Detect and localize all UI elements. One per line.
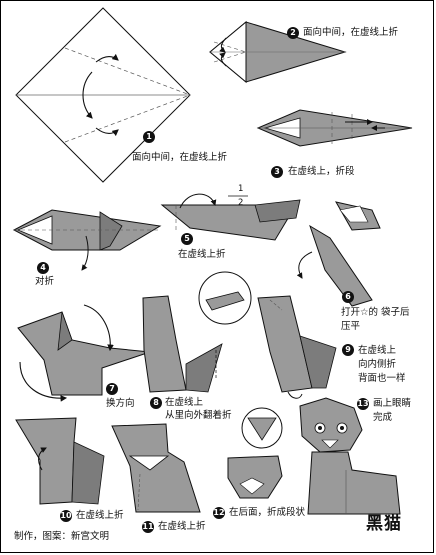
step-4-label: 对折 — [35, 276, 55, 287]
step-9-number: 9 — [342, 344, 354, 356]
step-10-label: 在虚线上折 — [76, 510, 124, 521]
step-8-label-line1: 在虚线上 — [165, 397, 204, 408]
step-10-number: 10 — [60, 510, 72, 522]
step-9-figure — [257, 295, 337, 399]
step-8-label-line2: 从里向外翻着折 — [165, 410, 232, 421]
step-9-label-line3: 背面也一样 — [358, 373, 406, 384]
step-1-number: 1 — [143, 131, 155, 143]
step-8-figure — [142, 271, 252, 393]
step-6-label-line1: 打开☆的 袋子后 — [341, 307, 410, 318]
step-5-figure — [160, 193, 301, 241]
step-7-label: 换方向 — [106, 398, 135, 409]
step-2-number: 2 — [287, 27, 299, 39]
step-12-figure — [227, 407, 283, 499]
step-9-label-line2: 向内侧折 — [358, 359, 397, 370]
fraction-denominator: 2 — [238, 198, 244, 208]
credit-text: 制作，图案：新宫文明 — [14, 531, 110, 542]
step-6-figure — [296, 201, 381, 307]
step-11-figure — [111, 423, 201, 513]
step-13-label-line1: 画上眼睛 — [373, 398, 412, 409]
step-4-figure — [12, 209, 162, 271]
step-3-label: 在虚线上，折段 — [288, 166, 355, 177]
step-11-label: 在虚线上折 — [158, 521, 206, 532]
step-11-number: 11 — [142, 521, 154, 533]
step-9-label-line1: 在虚线上 — [358, 345, 397, 356]
step-2-label: 面向中间，在虚线上折 — [303, 27, 399, 38]
step-2-figure — [209, 20, 347, 84]
step-12-number: 12 — [213, 507, 225, 519]
step-5-label: 在虚线上折 — [178, 249, 226, 260]
step-1-label: 面向中间，在虚线上折 — [132, 152, 228, 163]
diagram-title: 黑猫 — [366, 514, 402, 534]
step-5-number: 5 — [181, 233, 193, 245]
step-3-figure — [256, 109, 413, 147]
step-13-label-line2: 完成 — [373, 412, 393, 423]
step-3-number: 3 — [271, 166, 283, 178]
step-8-number: 8 — [150, 397, 162, 409]
step-10-figure — [15, 417, 105, 505]
fraction-numerator: 1 — [238, 184, 244, 194]
step-6-label-line2: 压平 — [341, 321, 361, 332]
step-4-number: 4 — [37, 262, 49, 274]
step-12-label: 在后面，折成段状 — [229, 507, 306, 518]
step-13-number: 13 — [357, 398, 369, 410]
step-7-figure — [17, 304, 151, 402]
step-6-number: 6 — [342, 291, 354, 303]
step-7-number: 7 — [106, 383, 118, 395]
step-13-figure — [299, 397, 401, 515]
